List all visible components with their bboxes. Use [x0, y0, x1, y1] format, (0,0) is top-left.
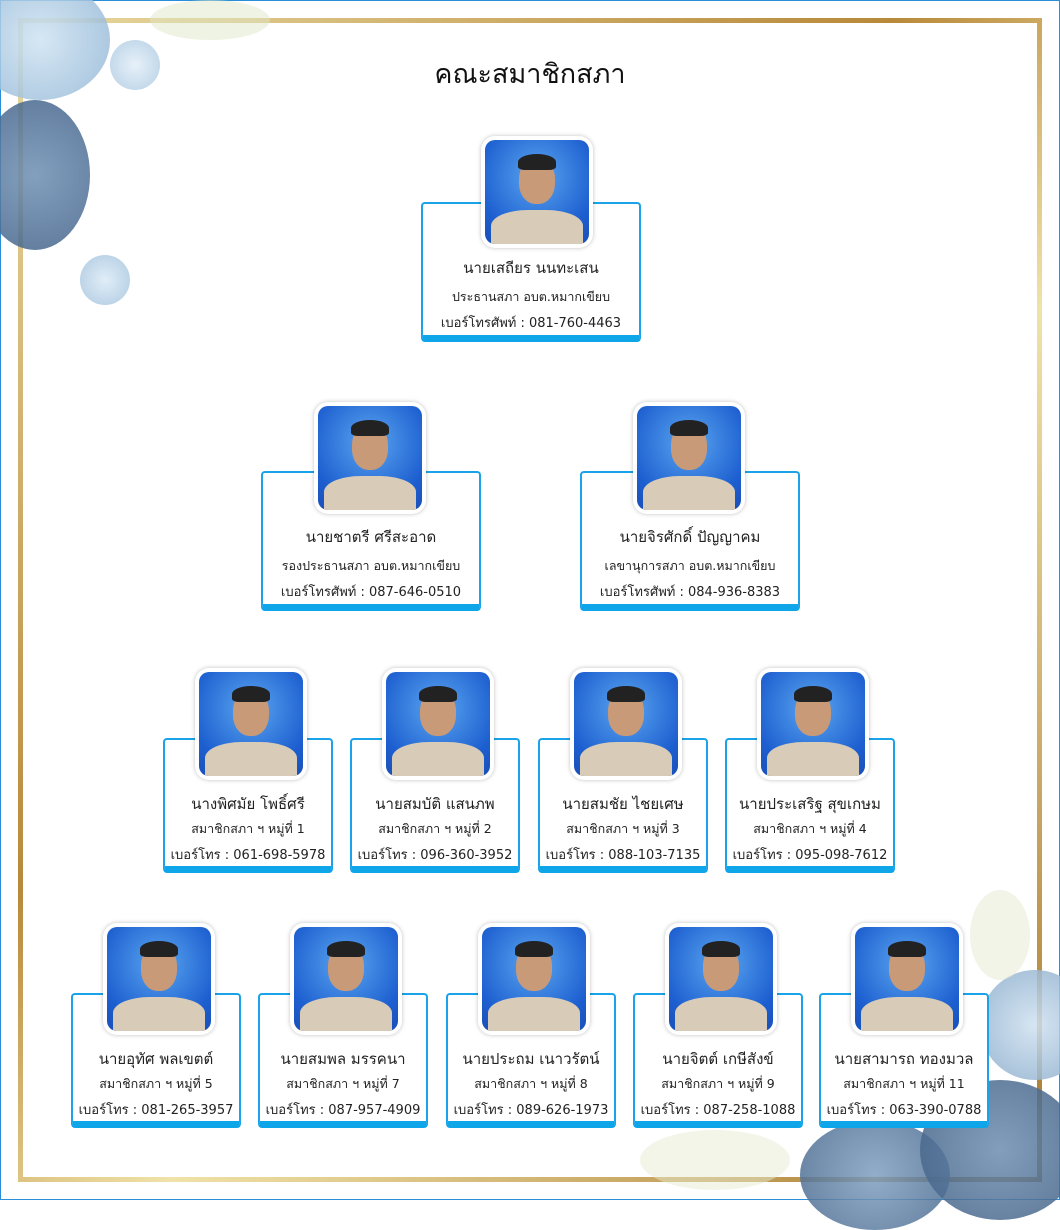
member-name: นางพิศมัย โพธิ์ศรี	[191, 795, 305, 813]
member-phone: เบอร์โทรศัพท์ : 081-760-4463	[440, 316, 622, 331]
member-role: รองประธานสภา อบต.หมากเขียบ	[281, 558, 461, 573]
member-name: นายสมพล มรรคนา	[280, 1050, 406, 1068]
member-name: นายสมบัติ แสนภพ	[375, 795, 495, 813]
member-phone: เบอร์โทร : 081-265-3957	[78, 1103, 234, 1118]
member-role: เลขานุการสภา อบต.หมากเขียบ	[604, 558, 776, 573]
member-phone: เบอร์โทร : 089-626-1973	[453, 1103, 609, 1118]
member-name: นายสมชัย ไชยเศษ	[562, 795, 684, 813]
member-card: นายประเสริฐ สุขเกษมสมาชิกสภา ฯ หมู่ที่ 4…	[725, 738, 895, 873]
member-name: นายชาตรี ศรีสะอาด	[305, 528, 437, 546]
member-name: นายอุทัศ พลเขตต์	[98, 1050, 214, 1068]
member-name: นายสามารถ ทองมวล	[834, 1050, 974, 1068]
member-phone: เบอร์โทรศัพท์ : 087-646-0510	[280, 585, 462, 600]
member-photo	[290, 923, 402, 1035]
member-role: สมาชิกสภา ฯ หมู่ที่ 5	[99, 1076, 213, 1091]
member-photo	[665, 923, 777, 1035]
member-role: ประธานสภา อบต.หมากเขียบ	[451, 289, 611, 304]
member-phone: เบอร์โทร : 095-098-7612	[732, 848, 888, 863]
member-role: สมาชิกสภา ฯ หมู่ที่ 7	[286, 1076, 400, 1091]
member-name: นายจิรศักดิ์ ปัญญาคม	[619, 528, 761, 546]
member-photo	[481, 136, 593, 248]
member-name: นายประเสริฐ สุขเกษม	[739, 795, 881, 813]
member-phone: เบอร์โทร : 061-698-5978	[170, 848, 326, 863]
member-role: สมาชิกสภา ฯ หมู่ที่ 11	[843, 1076, 965, 1091]
member-role: สมาชิกสภา ฯ หมู่ที่ 2	[378, 821, 492, 836]
member-name: นายประถม เนาวรัตน์	[462, 1050, 600, 1068]
member-photo	[757, 668, 869, 780]
member-phone: เบอร์โทร : 088-103-7135	[545, 848, 701, 863]
member-role: สมาชิกสภา ฯ หมู่ที่ 3	[566, 821, 680, 836]
member-photo	[570, 668, 682, 780]
member-role: สมาชิกสภา ฯ หมู่ที่ 8	[474, 1076, 588, 1091]
member-photo	[478, 923, 590, 1035]
member-photo	[633, 402, 745, 514]
member-role: สมาชิกสภา ฯ หมู่ที่ 1	[191, 821, 305, 836]
member-photo	[851, 923, 963, 1035]
member-role: สมาชิกสภา ฯ หมู่ที่ 9	[661, 1076, 775, 1091]
member-name: นายเสถียร นนทะเสน	[463, 259, 599, 277]
member-photo	[382, 668, 494, 780]
member-phone: เบอร์โทร : 087-258-1088	[640, 1103, 796, 1118]
member-role: สมาชิกสภา ฯ หมู่ที่ 4	[753, 821, 867, 836]
member-phone: เบอร์โทร : 096-360-3952	[357, 848, 513, 863]
page-title: คณะสมาชิกสภา	[434, 59, 626, 90]
member-photo	[314, 402, 426, 514]
member-phone: เบอร์โทร : 063-390-0788	[826, 1103, 982, 1118]
member-name: นายจิตต์ เกษีสังข์	[662, 1050, 774, 1068]
member-photo	[103, 923, 215, 1035]
member-phone: เบอร์โทร : 087-957-4909	[265, 1103, 421, 1118]
member-photo	[195, 668, 307, 780]
member-card: นายจิตต์ เกษีสังข์สมาชิกสภา ฯ หมู่ที่ 9 เ…	[633, 993, 803, 1128]
member-phone: เบอร์โทรศัพท์ : 084-936-8383	[599, 585, 781, 600]
